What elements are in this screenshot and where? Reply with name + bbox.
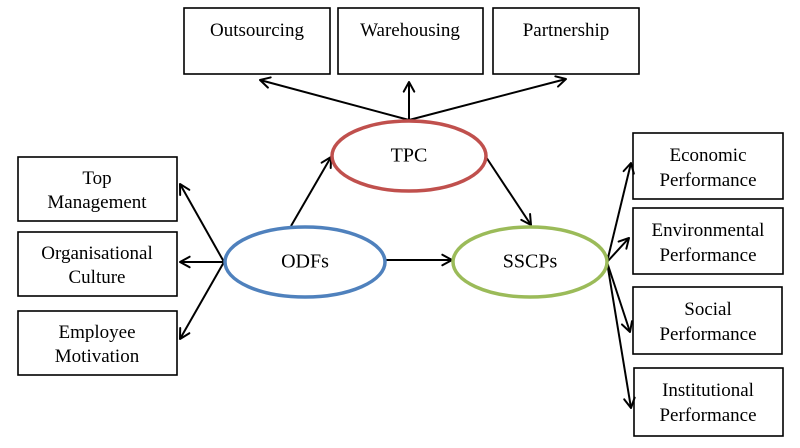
box-warehousing: Warehousing [337, 7, 484, 75]
box-economic-performance: Economic Performance [632, 132, 784, 200]
arrow-odfs-to-sscps [386, 253, 453, 267]
arrowhead-icon [179, 183, 191, 196]
arrow-odfs-to-employee-motivation [179, 261, 225, 340]
node-sscps: SSCPs [451, 225, 609, 299]
box-outsourcing: Outsourcing [183, 7, 331, 75]
node-odfs: ODFs [223, 225, 387, 299]
arrowhead-icon [623, 396, 636, 409]
box-label-line2: Motivation [55, 346, 140, 367]
arrow-line [606, 162, 632, 263]
arrow-line [179, 261, 225, 340]
arrowhead-icon [402, 81, 416, 93]
arrow-sscps-to-institutional-performance [606, 261, 636, 409]
node-tpc: TPC [330, 119, 488, 193]
box-label-line1: Environmental [652, 220, 765, 241]
arrow-odfs-to-tpc [290, 156, 332, 227]
arrowhead-icon [554, 75, 567, 88]
box-label-line2: Performance [659, 324, 756, 345]
tpc-ellipse [330, 119, 488, 193]
box-employee-motivation: Employee Motivation [17, 310, 178, 376]
box-label-line2: Culture [69, 267, 126, 288]
sscps-label: SSCPs [503, 251, 558, 273]
box-label-line1: Social [684, 299, 732, 320]
box-label: Partnership [523, 20, 610, 41]
arrow-line [606, 237, 630, 263]
arrow-odfs-to-top-management [179, 183, 225, 263]
arrow-line [408, 78, 567, 121]
arrowhead-icon [520, 213, 532, 226]
arrow-line [485, 156, 532, 226]
arrow-sscps-to-economic-performance [606, 162, 635, 263]
arrowhead-icon [620, 320, 633, 333]
arrow-sscps-to-social-performance [606, 261, 633, 333]
arrow-line [290, 156, 332, 227]
box-top-management: Top Management [17, 156, 178, 222]
arrow-odfs-to-organisational-culture [179, 255, 224, 269]
arrowhead-icon [617, 237, 630, 250]
box-label-line1: Organisational [41, 243, 153, 264]
box-label: Outsourcing [210, 20, 304, 41]
arrow-line [606, 261, 632, 409]
box-label-line1: Economic [669, 145, 746, 166]
box-label-line1: Top [82, 168, 111, 189]
box-label: Warehousing [360, 20, 460, 41]
box-environmental-performance: Environmental Performance [632, 207, 784, 275]
box-label-line2: Management [47, 192, 147, 213]
box-partnership: Partnership [492, 7, 640, 75]
arrow-line [179, 183, 225, 263]
box-organisational-culture: Organisational Culture [17, 231, 178, 297]
odfs-ellipse [223, 225, 387, 299]
arrowhead-icon [179, 327, 191, 340]
arrowhead-icon [179, 255, 191, 269]
arrow-tpc-to-warehousing [402, 81, 416, 120]
box-label-line2: Performance [659, 170, 756, 191]
tpc-label: TPC [391, 145, 428, 167]
arrow-sscps-to-environmental-performance [606, 237, 630, 263]
arrow-tpc-to-sscps [485, 156, 532, 226]
arrowhead-icon [622, 162, 635, 175]
arrow-line [606, 261, 631, 333]
box-label-line2: Performance [659, 405, 756, 426]
box-label-line1: Institutional [662, 380, 754, 401]
box-institutional-performance: Institutional Performance [633, 367, 784, 437]
arrowhead-icon [259, 76, 272, 89]
box-social-performance: Social Performance [632, 286, 783, 355]
arrow-tpc-to-outsourcing [259, 76, 410, 121]
arrow-tpc-to-partnership [408, 75, 567, 121]
box-label-line2: Performance [659, 245, 756, 266]
box-label-line1: Employee [58, 322, 135, 343]
arrow-line [259, 79, 410, 121]
odfs-label: ODFs [281, 251, 329, 273]
sscps-ellipse [451, 225, 609, 299]
